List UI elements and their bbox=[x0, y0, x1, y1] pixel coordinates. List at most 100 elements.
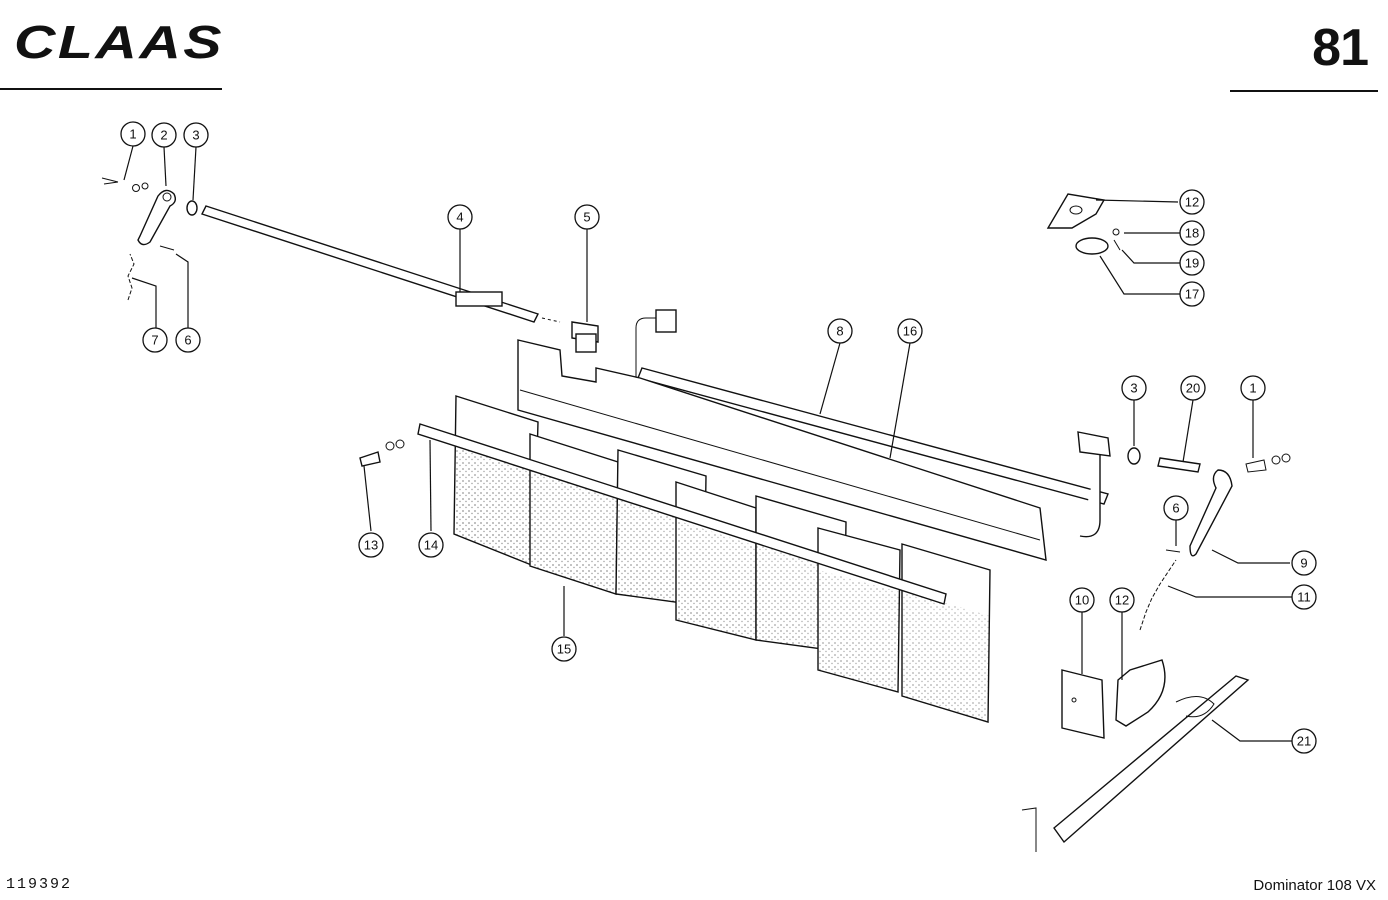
svg-text:3: 3 bbox=[1130, 381, 1137, 396]
brand-text: CLAAS bbox=[14, 20, 224, 64]
callout-3-left: 3 bbox=[183, 122, 209, 148]
svg-text:12: 12 bbox=[1185, 195, 1199, 210]
pin-20 bbox=[1157, 457, 1201, 473]
callout-18: 18 bbox=[1179, 220, 1205, 246]
callout-6-left: 6 bbox=[175, 327, 201, 353]
svg-text:12: 12 bbox=[1115, 593, 1129, 608]
svg-text:10: 10 bbox=[1075, 593, 1089, 608]
screw-19 bbox=[1113, 239, 1121, 251]
bolt-13 bbox=[359, 451, 381, 467]
callout-19: 19 bbox=[1179, 250, 1205, 276]
bar-end-right bbox=[1077, 431, 1111, 457]
callout-3-right: 3 bbox=[1121, 375, 1147, 401]
rail-21 bbox=[1053, 675, 1250, 844]
callout-17: 17 bbox=[1179, 281, 1205, 307]
washer-right bbox=[1127, 447, 1141, 465]
washer-13 bbox=[385, 441, 395, 451]
callout-20: 20 bbox=[1180, 375, 1206, 401]
callout-9: 9 bbox=[1291, 550, 1317, 576]
model-name: Dominator 108 VX bbox=[1253, 877, 1376, 894]
callout-16: 16 bbox=[897, 318, 923, 344]
callout-12-bottom: 12 bbox=[1109, 587, 1135, 613]
header-rule-left bbox=[0, 88, 222, 90]
callout-1-left: 1 bbox=[120, 121, 146, 147]
callout-5: 5 bbox=[574, 204, 600, 230]
svg-text:13: 13 bbox=[364, 538, 378, 553]
svg-text:19: 19 bbox=[1185, 256, 1199, 271]
callout-1-right: 1 bbox=[1240, 375, 1266, 401]
svg-text:17: 17 bbox=[1185, 287, 1199, 302]
pin-right bbox=[1165, 549, 1181, 553]
flap-1-texture bbox=[454, 440, 538, 566]
svg-text:16: 16 bbox=[903, 324, 917, 339]
flap-2-texture bbox=[530, 470, 618, 594]
callout-2: 2 bbox=[151, 122, 177, 148]
washer-small-left bbox=[132, 184, 140, 192]
clamp-strip bbox=[417, 423, 947, 605]
bracket-12-slot bbox=[1069, 205, 1083, 215]
svg-text:11: 11 bbox=[1297, 590, 1311, 605]
crank-arm-left bbox=[137, 189, 177, 246]
shaft-centerline bbox=[541, 317, 561, 323]
bracket-12-top bbox=[1046, 193, 1106, 229]
svg-text:6: 6 bbox=[1172, 501, 1179, 516]
long-bar bbox=[637, 367, 1109, 505]
leader-lines bbox=[123, 145, 1292, 742]
page-number: 81 bbox=[1312, 19, 1369, 77]
svg-text:14: 14 bbox=[424, 538, 438, 553]
bolt-right bbox=[1245, 459, 1267, 473]
rail-fold-line bbox=[519, 389, 1041, 541]
bar-assembly bbox=[635, 309, 1111, 538]
svg-text:6: 6 bbox=[184, 333, 191, 348]
svg-text:18: 18 bbox=[1185, 226, 1199, 241]
rail-body bbox=[517, 339, 1047, 561]
left-crank-assembly bbox=[101, 177, 198, 301]
nut-13 bbox=[395, 439, 405, 449]
callout-7: 7 bbox=[142, 327, 168, 353]
svg-text:1: 1 bbox=[129, 127, 136, 142]
lower-right-parts bbox=[1021, 659, 1250, 852]
callout-21: 21 bbox=[1291, 728, 1317, 754]
cover-17 bbox=[1075, 237, 1109, 255]
shaft-assembly bbox=[201, 205, 599, 353]
svg-text:4: 4 bbox=[456, 210, 463, 225]
nut-small-left bbox=[141, 182, 149, 190]
frame-edge bbox=[1021, 807, 1037, 852]
callout-6-right: 6 bbox=[1163, 495, 1189, 521]
callout-13: 13 bbox=[358, 532, 384, 558]
callout-12-top: 12 bbox=[1179, 189, 1205, 215]
callout-14: 14 bbox=[418, 532, 444, 558]
svg-text:15: 15 bbox=[557, 642, 571, 657]
bent-bar-top bbox=[635, 317, 660, 378]
svg-text:7: 7 bbox=[151, 333, 158, 348]
svg-text:8: 8 bbox=[836, 324, 843, 339]
chain-right bbox=[1139, 559, 1177, 631]
flap-6-texture bbox=[818, 570, 900, 692]
shaft-bracket bbox=[455, 291, 503, 307]
callout-11: 11 bbox=[1291, 584, 1317, 610]
callout-4: 4 bbox=[447, 204, 473, 230]
flap-7-texture bbox=[902, 590, 990, 722]
spring-18 bbox=[1112, 228, 1120, 236]
crank-hole-left bbox=[162, 192, 172, 202]
svg-text:3: 3 bbox=[192, 128, 199, 143]
top-bracket-group bbox=[1046, 193, 1121, 255]
callout-8: 8 bbox=[827, 318, 853, 344]
document-number: 119392 bbox=[6, 876, 73, 893]
right-crank-assembly bbox=[1127, 447, 1291, 631]
bearing-plate bbox=[575, 333, 597, 353]
washer-right-small bbox=[1271, 455, 1281, 465]
clip-21 bbox=[1175, 696, 1215, 718]
svg-text:20: 20 bbox=[1186, 381, 1200, 396]
bent-bar-right bbox=[1079, 448, 1101, 538]
split-pin-left bbox=[101, 177, 119, 185]
svg-text:5: 5 bbox=[583, 210, 590, 225]
clamping-strip bbox=[359, 423, 947, 605]
mounting-rail bbox=[517, 339, 1047, 561]
plate-10-hole bbox=[1071, 697, 1077, 703]
chain-left bbox=[127, 253, 135, 301]
flap-4-texture bbox=[676, 520, 756, 640]
callout-15: 15 bbox=[551, 636, 577, 662]
